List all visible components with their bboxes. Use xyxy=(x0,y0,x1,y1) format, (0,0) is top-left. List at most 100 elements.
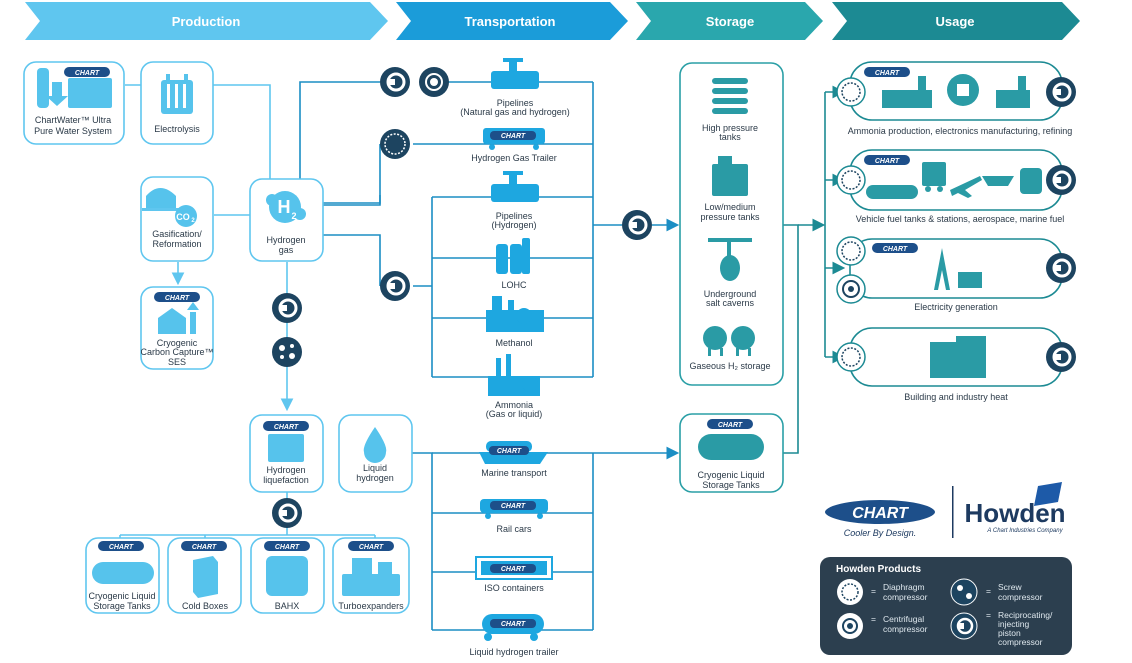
chart-logo: CHART xyxy=(883,246,908,253)
label-liquefaction-1: Hydrogen xyxy=(266,465,305,475)
chart-logo: CHART xyxy=(501,133,526,140)
label-iso: ISO containers xyxy=(484,583,544,593)
chart-logo: CHART xyxy=(875,158,900,165)
node-turboexpanders: CHART Turboexpanders xyxy=(332,537,410,614)
node-liquid-hydrogen: Liquid hydrogen xyxy=(338,414,413,493)
centrifugal-compressor-icon xyxy=(836,274,866,304)
centrifugal-compressor-icon xyxy=(419,67,449,97)
label-hydrogen-gas-2: gas xyxy=(279,245,294,255)
reciprocating-compressor-icon xyxy=(622,210,652,240)
factory-icon xyxy=(882,76,932,108)
label-lh2-trailer: Liquid hydrogen trailer xyxy=(469,647,558,657)
node-pipelines-h: Pipelines (Hydrogen) xyxy=(491,171,539,230)
legend-eq: = xyxy=(986,610,991,620)
cold-box-icon xyxy=(193,556,218,598)
label-cold-boxes: Cold Boxes xyxy=(182,601,229,611)
diaphragm-compressor-icon xyxy=(841,583,859,601)
legend-eq: = xyxy=(986,586,991,596)
tank-trailer-icon: CHART xyxy=(482,614,544,641)
node-cold-boxes: CHART Cold Boxes xyxy=(167,537,242,614)
howden-sub: A Chart Industries Company xyxy=(986,528,1063,534)
power-plant-icon xyxy=(958,272,982,288)
legend-centrifugal-1: Centrifugal xyxy=(883,614,924,624)
legend-recip-2: injecting xyxy=(998,619,1029,629)
label-cls-tanks-1: Cryogenic Liquid xyxy=(88,591,155,601)
chart-logo: CHART xyxy=(875,70,900,77)
node-rail: CHART Rail cars xyxy=(480,499,548,534)
chart-logo: CHART xyxy=(275,544,300,551)
stage-label-production: Production xyxy=(172,14,241,29)
reciprocating-compressor-icon xyxy=(272,293,302,323)
node-iso: CHART ISO containers xyxy=(475,556,553,593)
label-bahx: BAHX xyxy=(275,601,300,611)
usage-building: Building and industry heat xyxy=(849,327,1063,402)
rail-car-icon: CHART xyxy=(480,499,548,519)
airplane-icon xyxy=(950,176,982,198)
stage-label-usage: Usage xyxy=(935,14,974,29)
label-cryo-2: Storage Tanks xyxy=(702,480,760,490)
label-ccc-3: SES xyxy=(168,357,186,367)
legend-centrifugal-2: compressor xyxy=(883,624,928,634)
node-bahx: CHART BAHX xyxy=(250,537,325,614)
legend-recip-1: Reciprocating/ xyxy=(998,610,1053,620)
building-icon xyxy=(930,336,986,378)
label-lmp-1: Low/medium xyxy=(704,202,755,212)
electrolyzer-icon xyxy=(161,74,193,114)
label-electrolysis: Electrolysis xyxy=(154,124,200,134)
heat-exchanger-icon xyxy=(266,556,308,596)
stage-label-transportation: Transportation xyxy=(464,14,555,29)
label-lmp-2: pressure tanks xyxy=(700,212,760,222)
label-pipelines-h-1: Pipelines xyxy=(496,211,533,221)
diaphragm-compressor-icon xyxy=(836,342,866,372)
reciprocating-compressor-icon xyxy=(1046,165,1076,195)
truck-icon xyxy=(922,162,946,192)
droplet-icon xyxy=(363,427,387,463)
node-marine: CHART Marine transport xyxy=(479,441,548,478)
cylinders-icon xyxy=(496,238,530,274)
legend-eq: = xyxy=(871,586,876,596)
pipeline-valve-icon xyxy=(491,58,539,89)
connector-lines xyxy=(119,81,846,631)
legend-item-reciprocating: = Reciprocating/ injecting piston compre… xyxy=(950,610,1053,647)
tank-icon xyxy=(866,185,918,199)
reciprocating-compressor-icon xyxy=(956,617,974,635)
chart-logo: CHART xyxy=(497,448,522,455)
reciprocating-compressor-icon xyxy=(1046,342,1076,372)
node-hydrogen-gas: H 2 Hydrogen gas xyxy=(249,178,324,262)
diaphragm-compressor-icon xyxy=(836,165,866,195)
chip-icon xyxy=(947,74,979,106)
turboexpander-icon xyxy=(342,558,400,596)
screw-compressor-icon xyxy=(272,337,302,367)
label-liquefaction-2: liquefaction xyxy=(263,475,309,485)
label-hp-2: tanks xyxy=(719,132,741,142)
label-pipelines-h-2: (Hydrogen) xyxy=(491,220,536,230)
label-hp-1: High pressure xyxy=(702,123,758,133)
node-chartwater: CHART ChartWater™ Ultra Pure Water Syste… xyxy=(23,61,125,145)
carbon-capture-icon xyxy=(158,302,199,334)
stage-label-storage: Storage xyxy=(706,14,754,29)
diaphragm-compressor-icon xyxy=(836,236,866,266)
tank-icon xyxy=(698,434,764,460)
chart-brand-text: CHART xyxy=(852,505,909,522)
node-ammonia-transport: Ammonia (Gas or liquid) xyxy=(486,354,542,419)
co2-label: CO xyxy=(176,212,190,222)
screw-compressor-icon xyxy=(957,585,972,599)
label-usage-ammonia: Ammonia production, electronics manufact… xyxy=(848,126,1073,136)
legend-screw-2: compressor xyxy=(998,592,1043,602)
chart-logo: CHART xyxy=(501,503,526,510)
storage-cryo: CHART Cryogenic Liquid Storage Tanks xyxy=(679,413,784,493)
legend-recip-3: piston xyxy=(998,628,1021,638)
node-lh2-trailer: CHART Liquid hydrogen trailer xyxy=(469,614,559,657)
stage-header-storage: Storage xyxy=(636,2,823,40)
label-ccc-1: Cryogenic xyxy=(157,338,198,348)
node-pipelines-ng: Pipelines (Natural gas and hydrogen) xyxy=(460,58,570,117)
tank-icon xyxy=(92,562,154,584)
label-usage-vehicle: Vehicle fuel tanks & stations, aerospace… xyxy=(856,214,1065,224)
label-usage-building: Building and industry heat xyxy=(904,392,1008,402)
label-turboexpanders: Turboexpanders xyxy=(338,601,404,611)
ship-icon: CHART xyxy=(479,441,548,464)
reciprocating-compressor-icon xyxy=(380,67,410,97)
label-chartwater-1: ChartWater™ Ultra xyxy=(35,115,111,125)
node-liquefaction: CHART Hydrogen liquefaction xyxy=(249,414,324,493)
